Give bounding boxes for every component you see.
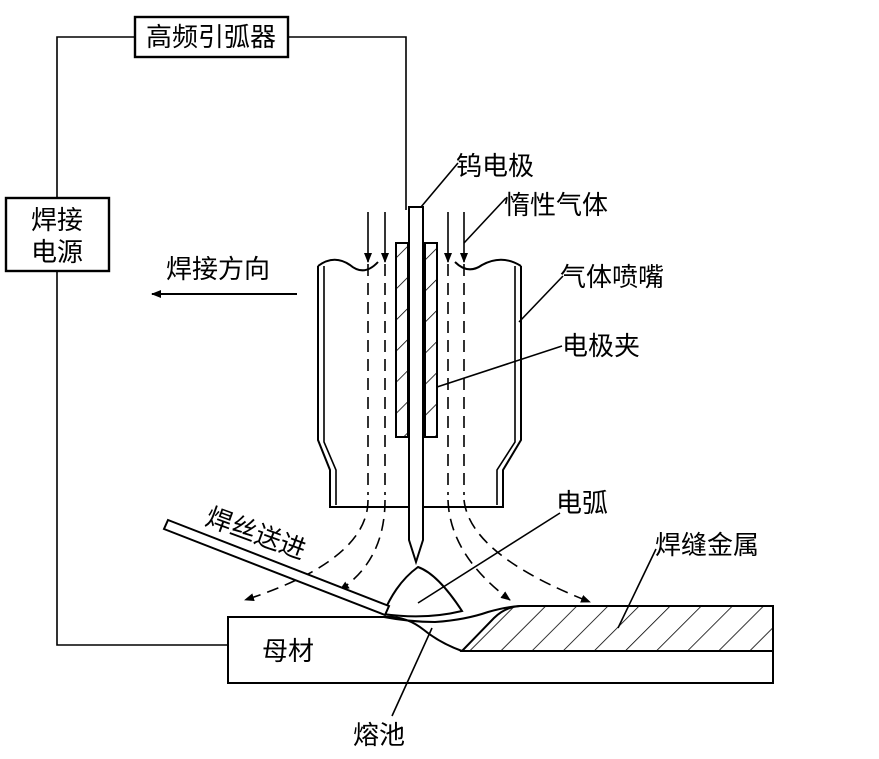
tungsten-electrode-label: 钨电极 bbox=[456, 152, 534, 182]
inert-gas-label: 惰性气体 bbox=[504, 191, 608, 221]
power-source-label-2: 电源 bbox=[31, 238, 83, 268]
filler-wire bbox=[162, 518, 391, 617]
gas-flow-lines bbox=[244, 264, 591, 603]
power-source-box: 焊接 电源 bbox=[4, 196, 111, 273]
circuit-wire bbox=[56, 36, 407, 646]
weld-metal bbox=[459, 605, 774, 652]
hf-starter-box: 高频引弧器 bbox=[133, 15, 290, 59]
leader-lines bbox=[391, 162, 657, 717]
hf-starter-label: 高频引弧器 bbox=[146, 23, 276, 53]
inert-gas-arrows bbox=[364, 212, 468, 263]
base-metal bbox=[227, 615, 774, 684]
gas-nozzle-label: 气体喷嘴 bbox=[560, 263, 664, 293]
arc bbox=[381, 565, 464, 618]
weld-metal-label: 焊缝金属 bbox=[655, 531, 759, 561]
base-metal-label: 母材 bbox=[262, 637, 314, 667]
arc-label: 电弧 bbox=[556, 489, 608, 519]
weld-pool bbox=[383, 605, 521, 624]
welding-direction-label: 焊接方向 bbox=[166, 255, 270, 285]
power-source-label-1: 焊接 bbox=[31, 206, 83, 236]
tungsten-electrode bbox=[408, 206, 424, 566]
weld-pool-label: 熔池 bbox=[353, 721, 405, 751]
electrode-holder-label: 电极夹 bbox=[562, 332, 640, 362]
